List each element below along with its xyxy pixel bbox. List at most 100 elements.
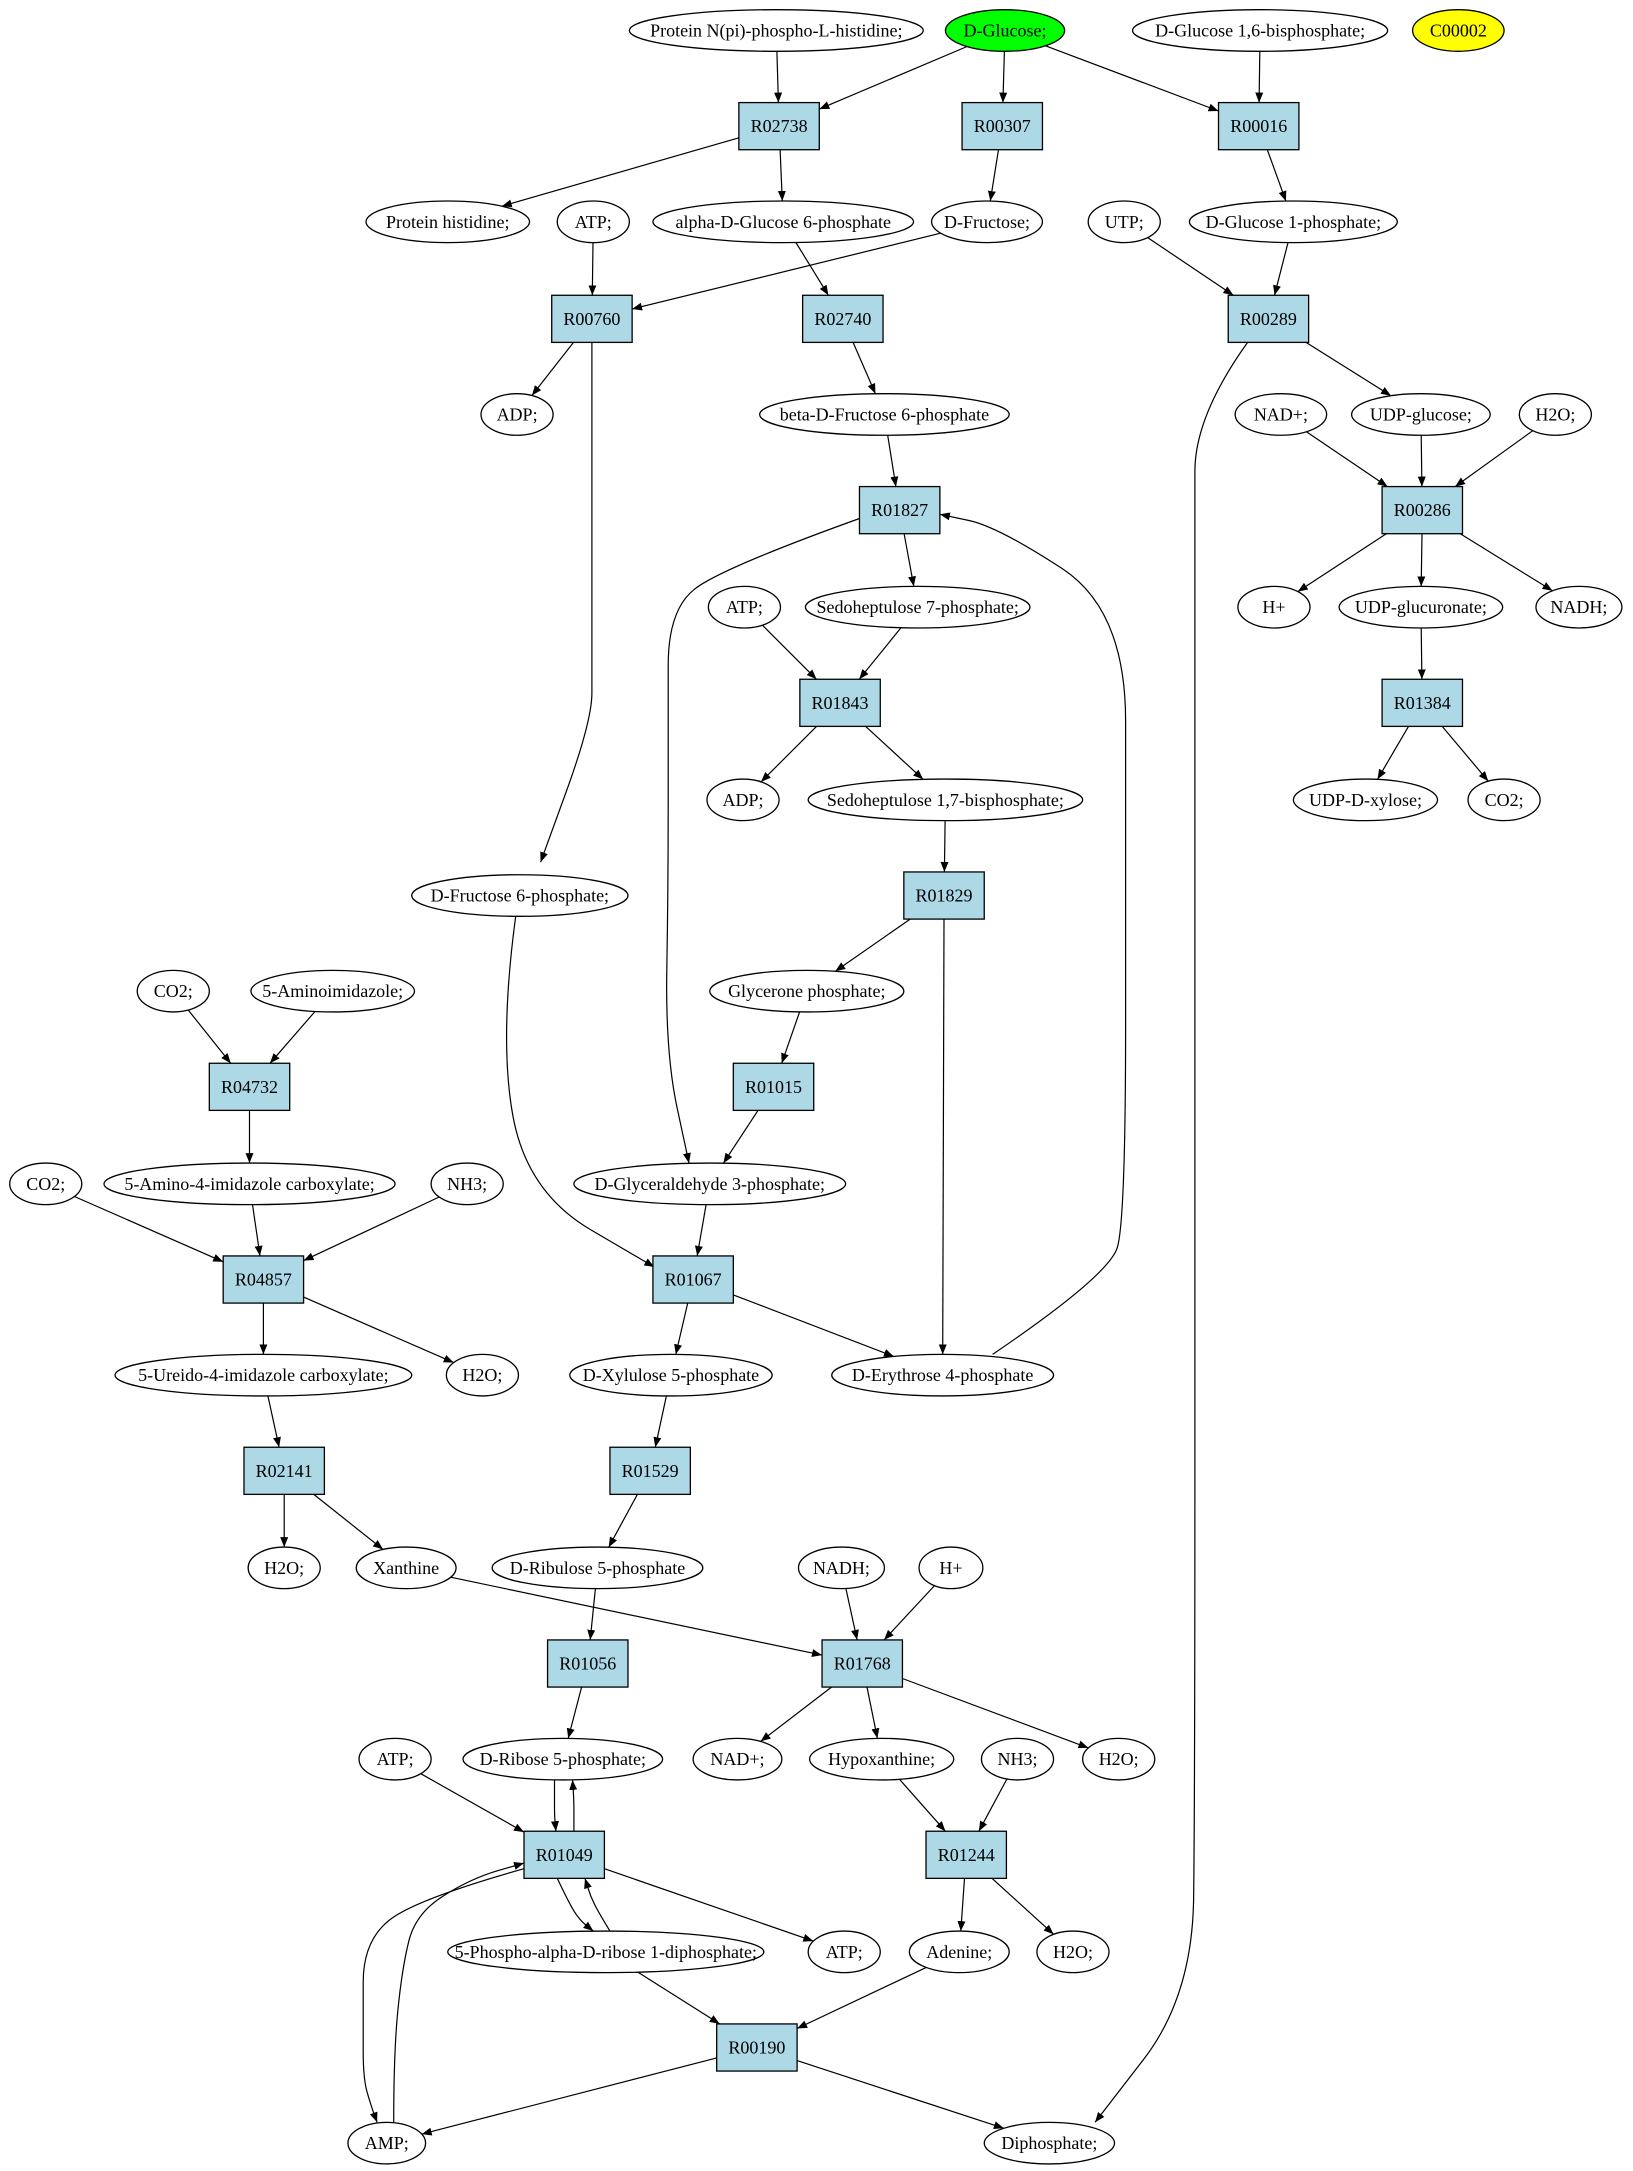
edge-c_nh3_a-to-r_R04857 [303,1196,440,1262]
edge-r_R00016-to-c_dg1p [1266,149,1287,202]
reaction-node-r01056[interactable]: R01056 [546,1639,629,1688]
compound-node-atp4[interactable]: ATP; [807,1930,881,1974]
node-label: R00289 [1240,309,1297,329]
reaction-node-r00016[interactable]: R00016 [1217,101,1300,151]
node-label: R00016 [1230,116,1287,136]
reaction-node-r00760[interactable]: R00760 [551,294,633,344]
compound-node-bdf6p[interactable]: beta-D-Fructose 6-phosphate [759,393,1010,436]
compound-node-5ai[interactable]: 5-Aminoimidazole; [250,969,416,1013]
reaction-node-r04857[interactable]: R04857 [222,1255,305,1304]
compound-node-dfructose[interactable]: D-Fructose; [930,200,1044,244]
reaction-node-r02738[interactable]: R02738 [738,101,820,151]
compound-node-xu5p[interactable]: D-Xylulose 5-phosphate [569,1353,773,1397]
reaction-node-r00307[interactable]: R00307 [961,101,1044,151]
compound-ellipse [365,200,531,244]
compound-ellipse [831,1353,1055,1397]
compound-node-h2o_a[interactable]: H2O; [445,1353,520,1397]
compound-node-c00002[interactable]: C00002 [1411,9,1505,52]
compound-node-nadh_top[interactable]: NADH; [1535,585,1623,629]
reaction-node-r01768[interactable]: R01768 [821,1639,904,1688]
edge-r_R00307-to-c_dfructose [987,149,1000,202]
compound-node-udpxyl[interactable]: UDP-D-xylose; [1292,778,1439,822]
compound-node-hplus_b[interactable]: H+ [918,1546,984,1590]
compound-node-ru5p[interactable]: D-Ribulose 5-phosphate [491,1546,704,1590]
reaction-node-r02740[interactable]: R02740 [801,294,884,344]
compound-ellipse [1188,200,1398,244]
compound-node-prot_nphos[interactable]: Protein N(pi)-phospho-L-histidine; [628,9,924,52]
compound-node-s17bp[interactable]: Sedoheptulose 1,7-bisphosphate; [807,778,1084,822]
reaction-box [523,1830,606,1880]
compound-node-hypox[interactable]: Hypoxanthine; [808,1737,955,1781]
compound-node-dhap[interactable]: Glycerone phosphate; [709,969,905,1013]
compound-node-diphos[interactable]: Diphosphate; [983,2121,1116,2165]
compound-node-atp1[interactable]: ATP; [556,200,631,244]
compound-node-adp2[interactable]: ADP; [706,778,780,822]
reaction-node-r00289[interactable]: R00289 [1227,294,1310,344]
node-label: R00307 [974,116,1031,136]
edge-r_R00289-to-c_udpglc [1305,341,1392,397]
edge-c_prot_nphos-to-r_R02738 [774,51,783,103]
compound-node-5u4ic[interactable]: 5-Ureido-4-imidazole carboxylate; [114,1353,413,1397]
compound-node-udpgluc[interactable]: UDP-glucuronate; [1338,585,1504,629]
edge-c_e4p-to-r_R01827 [939,512,1127,1355]
compound-node-adg6p[interactable]: alpha-D-Glucose 6-phosphate [652,200,915,244]
compound-node-nh3_a[interactable]: NH3; [430,1162,504,1206]
compound-node-g3p[interactable]: D-Glyceraldehyde 3-phosphate; [573,1162,847,1206]
compound-node-co2_b[interactable]: CO2; [9,1162,83,1206]
reaction-node-r01529[interactable]: R01529 [609,1446,692,1496]
compound-node-amp[interactable]: AMP; [347,2121,427,2165]
compound-node-r5p[interactable]: D-Ribose 5-phosphate; [462,1737,664,1781]
compound-node-dg1p[interactable]: D-Glucose 1-phosphate; [1188,200,1398,244]
compound-node-dglucose[interactable]: D-Glucose; [944,9,1066,52]
compound-node-dglc16bp[interactable]: D-Glucose 1,6-bisphosphate; [1131,9,1389,52]
compound-node-adenine[interactable]: Adenine; [908,1930,1010,1974]
reaction-node-r02141[interactable]: R02141 [243,1446,326,1496]
reaction-box [961,101,1044,151]
compound-node-h2o_b[interactable]: H2O; [247,1546,321,1590]
compound-node-atp3[interactable]: ATP; [358,1737,432,1781]
compound-ellipse [136,969,210,1013]
reaction-node-r04732[interactable]: R04732 [208,1062,291,1112]
reaction-node-r01384[interactable]: R01384 [1381,678,1464,728]
compound-node-prpp[interactable]: 5-Phospho-alpha-D-ribose 1-diphosphate; [447,1930,765,1974]
compound-node-hplus_top[interactable]: H+ [1237,585,1311,629]
reaction-node-r00286[interactable]: R00286 [1381,485,1464,535]
compound-node-udpglc[interactable]: UDP-glucose; [1350,393,1491,436]
compound-node-nadp_top[interactable]: NAD+; [1234,393,1328,436]
node-label: Hypoxanthine; [828,1749,935,1769]
compound-ellipse [447,1930,765,1974]
compound-node-nadp_b[interactable]: NAD+; [692,1737,783,1781]
reaction-node-r01244[interactable]: R01244 [925,1830,1008,1880]
reaction-node-r01827[interactable]: R01827 [858,485,941,535]
compound-node-h2o_d[interactable]: H2O; [1036,1930,1110,1974]
compound-node-co2_right[interactable]: CO2; [1467,778,1541,822]
node-label: R02740 [814,309,871,329]
reaction-box [1217,101,1300,151]
compound-node-adp1[interactable]: ADP; [480,393,554,436]
compound-node-nadh_b[interactable]: NADH; [797,1546,886,1590]
reaction-node-r01049[interactable]: R01049 [523,1830,606,1880]
compound-ellipse [103,1162,396,1206]
compound-node-xanthine[interactable]: Xanthine [355,1546,457,1590]
compound-node-s7p[interactable]: Sedoheptulose 7-phosphate; [804,585,1031,629]
compound-node-atp2[interactable]: ATP; [707,585,782,629]
compound-node-co2_a[interactable]: CO2; [136,969,210,1013]
compound-node-h2o_c[interactable]: H2O; [1082,1737,1156,1781]
reaction-node-r01843[interactable]: R01843 [799,678,881,728]
reaction-node-r01015[interactable]: R01015 [732,1062,815,1112]
compound-node-utp[interactable]: UTP; [1087,200,1161,244]
compound-ellipse [1082,1737,1156,1781]
compound-node-5a4ic[interactable]: 5-Amino-4-imidazole carboxylate; [103,1162,396,1206]
reaction-node-r01829[interactable]: R01829 [903,871,985,920]
compound-ellipse [1292,778,1439,822]
compound-node-prot_his[interactable]: Protein histidine; [365,200,531,244]
compound-node-nh3_b[interactable]: NH3; [980,1737,1055,1781]
edge-r_R01015-to-c_g3p [722,1110,759,1164]
compound-node-df6p[interactable]: D-Fructose 6-phosphate; [411,874,629,917]
compound-ellipse [1036,1930,1110,1974]
compound-node-h2o_top[interactable]: H2O; [1518,393,1593,436]
reaction-node-r01067[interactable]: R01067 [652,1255,734,1304]
reaction-node-r00190[interactable]: R00190 [716,2023,798,2072]
node-label: 5-Aminoimidazole; [262,981,403,1001]
compound-node-e4p[interactable]: D-Erythrose 4-phosphate [831,1353,1055,1397]
